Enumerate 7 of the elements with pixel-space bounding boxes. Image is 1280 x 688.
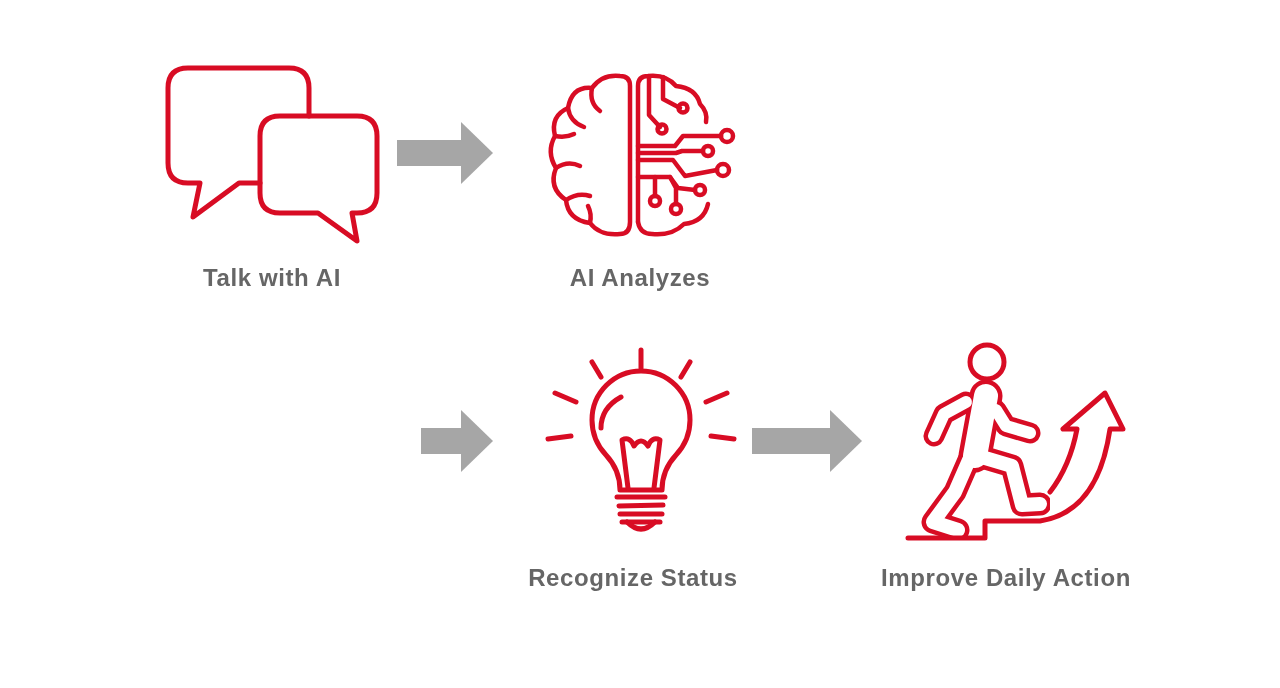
step-label: Improve Daily Action [881, 564, 1131, 592]
step-label: Recognize Status [528, 564, 738, 592]
block-arrow [421, 410, 493, 472]
step-label: Talk with AI [203, 264, 341, 292]
step-label: AI Analyzes [569, 264, 711, 292]
block-arrow [752, 410, 862, 472]
block-arrow [397, 122, 493, 184]
